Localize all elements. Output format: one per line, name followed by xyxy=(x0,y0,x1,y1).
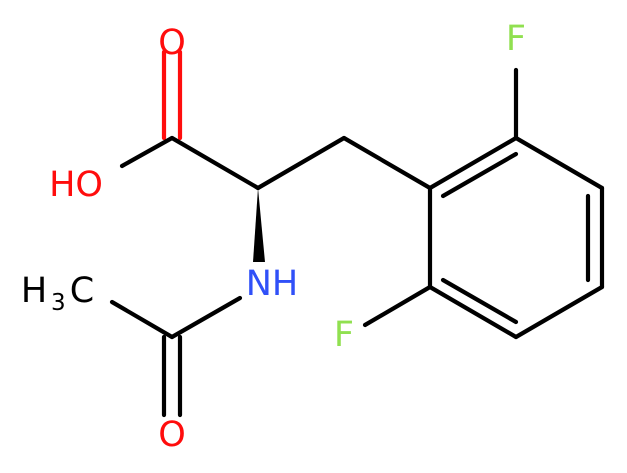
bond-alpha-beta xyxy=(255,135,347,191)
ring-inner-3 xyxy=(440,277,519,325)
methyl-h-label: H xyxy=(21,271,47,311)
ring-bond-4 xyxy=(513,284,605,340)
stereo-wedge-bond xyxy=(253,188,265,262)
methyl-subscript: 3 xyxy=(51,290,66,316)
amine-label: NH xyxy=(246,264,299,304)
acetyl-oxygen-label: O xyxy=(158,415,186,455)
hydroxyl-label: HO xyxy=(49,165,103,205)
methyl-c-label: C xyxy=(70,271,94,311)
fluorine-top-label: F xyxy=(506,19,526,59)
bond-carboxyl-alpha xyxy=(169,135,261,191)
bond-c-f-bottom xyxy=(362,284,433,328)
ring-bond-5 xyxy=(427,284,519,340)
carbonyl-oxygen-label: O xyxy=(158,23,186,63)
bond-beta-ring xyxy=(341,135,433,191)
ring-inner-1 xyxy=(440,151,519,199)
ring-bond-1 xyxy=(427,135,519,191)
ring-bond-2 xyxy=(513,135,605,191)
bond-n-acetyl xyxy=(169,295,243,340)
bond-acetyl-methyl xyxy=(109,299,175,340)
bond-c-oh xyxy=(119,135,175,169)
fluorine-bottom-label: F xyxy=(334,315,354,355)
